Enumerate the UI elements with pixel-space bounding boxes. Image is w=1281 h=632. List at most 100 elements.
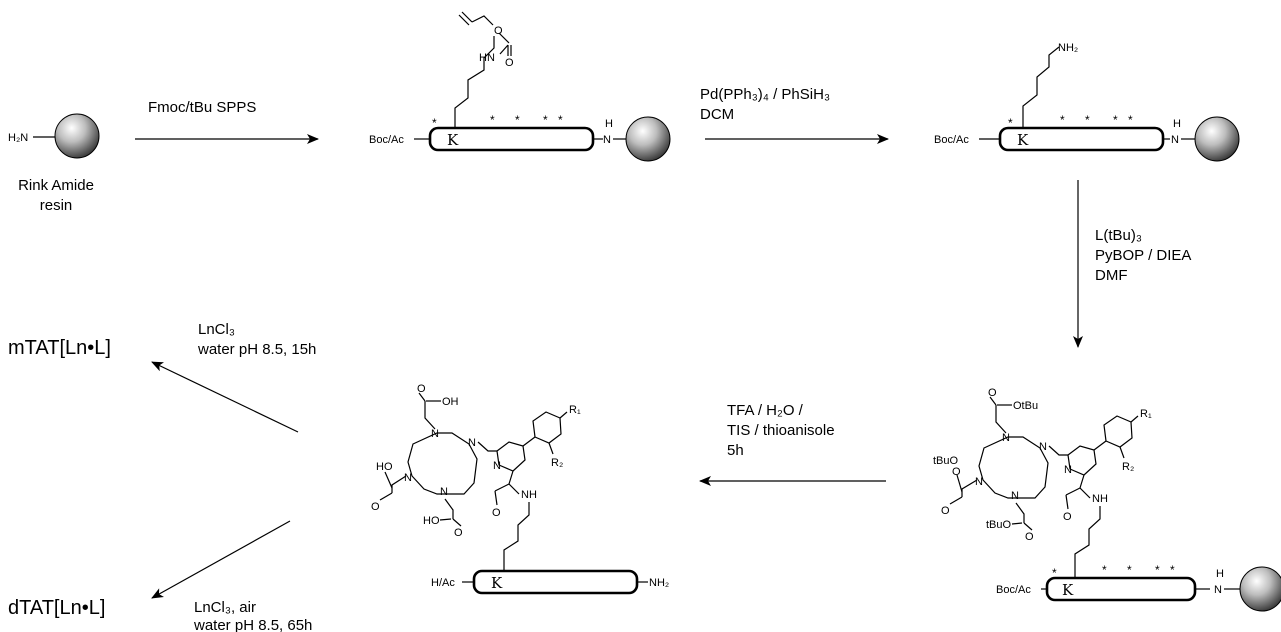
protected-arm-left-ester: [956, 474, 963, 493]
step4-reagent-line2: TIS / thioanisole: [727, 422, 835, 439]
deprotected-cyclen-n3: N: [404, 472, 412, 484]
protected-arm-bottom-ester: [1011, 522, 1023, 525]
deprotected-amide-co: [494, 490, 498, 506]
protected-cyclen-n3: N: [975, 476, 983, 488]
deprotected-cyclen-n1: N: [431, 428, 439, 440]
peptide1-star-1: *: [432, 116, 437, 130]
step5-reagent-line1: LnCl₃: [198, 321, 235, 338]
peptide1-h-label: H: [605, 118, 613, 130]
peptide1-resin-bead: [625, 116, 671, 162]
peptide1-hn-label: HN: [479, 52, 495, 64]
protected-cyclen-ring: [978, 436, 1049, 499]
peptide1-ester-bond: [498, 32, 510, 44]
step3-reagent-line1: L(tBu)₃: [1095, 227, 1142, 244]
deprotected-arm-top-oh: OH: [442, 396, 459, 408]
conjugate-deprotected: N N N N O OH O HO O HO N R₁ R₂ O N: [371, 383, 669, 595]
peptide2-lysine-label: K: [1017, 131, 1029, 149]
peptide2-star-1: *: [1008, 116, 1013, 130]
deprotected-arm-top-co: [418, 392, 426, 402]
step3: L(tBu)₃ PyBOP / DIEA DMF: [1073, 180, 1191, 348]
peptide1-allyl-chain: [471, 15, 494, 26]
deprotected-r1-label: R₁: [569, 404, 581, 416]
step5: LnCl₃ water pH 8.5, 15h mTAT[Ln•L]: [8, 321, 316, 433]
deprotected-pyridine-n: N: [493, 460, 501, 472]
deprotected-cyclen-n2: N: [468, 437, 476, 449]
protected-lysine-label: K: [1062, 581, 1074, 599]
rink-amide-resin: H₂N Rink Amide resin: [8, 113, 100, 214]
mtat-product-label: mTAT[Ln•L]: [8, 337, 111, 359]
conjugate-protected: N N N N O OtBu O O tBuO O tBuO N R₁ R₂: [933, 387, 1281, 612]
protected-r1-bond: [1130, 415, 1139, 423]
peptide2-h-label: H: [1173, 118, 1181, 130]
step5-reagent-line2: water pH 8.5, 15h: [197, 341, 316, 358]
protected-star-1: *: [1052, 566, 1057, 580]
deprotected-pyridine-ring: [496, 441, 526, 472]
protected-star-3: *: [1127, 563, 1132, 577]
protected-arm-left: [961, 479, 978, 497]
deprotected-cyclen-ring: [407, 432, 478, 495]
peptide2-resin-bead: [1194, 116, 1240, 162]
deprotected-amide-o: O: [492, 507, 501, 519]
protected-arm-left-o: O: [941, 505, 950, 517]
deprotected-amide-n-bond: [508, 483, 520, 495]
protected-cyclen-n1: N: [1002, 432, 1010, 444]
peptide2-amine-label: NH₂: [1058, 42, 1078, 54]
deprotected-r2-label: R₂: [551, 457, 563, 469]
peptide1-ester-o: O: [494, 25, 503, 37]
step3-reagent-line3: DMF: [1095, 267, 1128, 284]
protected-arm-bottom-o: O: [1025, 531, 1034, 543]
step3-reagent-line2: PyBOP / DIEA: [1095, 247, 1191, 264]
protected-methylene-link: [1048, 445, 1068, 456]
peptide2-star-4: *: [1113, 113, 1118, 127]
step1: Fmoc/tBu SPPS: [135, 99, 319, 144]
deprotected-lysine-label: K: [491, 574, 503, 592]
peptide-free-amine: Boc/Ac K H N * * * * * NH₂: [934, 42, 1240, 162]
peptide2-nterm-label: Boc/Ac: [934, 134, 969, 146]
peptide1-nterm-label: Boc/Ac: [369, 134, 404, 146]
step2: Pd(PPh₃)₄ / PhSiH₃ DCM: [700, 86, 889, 144]
peptide1-lysine-chain: [454, 36, 495, 128]
protected-r2-bond: [1119, 446, 1125, 459]
deprotected-lysine-chain: [503, 502, 530, 570]
protected-amide-n-bond: [1079, 487, 1091, 499]
peptide2-star-2: *: [1060, 113, 1065, 127]
deprotected-nterm-label: H/Ac: [431, 577, 455, 589]
deprotected-arm-bottom-co: [452, 518, 462, 527]
protected-arm-left-tbuo: tBuO: [933, 455, 959, 467]
peptide1-star-4: *: [543, 113, 548, 127]
protected-r2-label: R₂: [1122, 461, 1134, 473]
protected-arm-top-o: O: [988, 387, 997, 399]
protected-arm-left-o2: O: [952, 466, 961, 478]
deprotected-arm-top-o: O: [417, 383, 426, 395]
protected-amide-co: [1065, 494, 1069, 510]
step5-arrow: [151, 361, 299, 433]
peptide1-star-3: *: [515, 113, 520, 127]
protected-amide-chain: [1065, 474, 1085, 496]
protected-r1-label: R₁: [1140, 408, 1152, 420]
protected-arm-bottom-tbuo: tBuO: [986, 519, 1012, 531]
peptide1-star-5: *: [558, 113, 563, 127]
peptide1-carbonyl-o: O: [505, 57, 514, 69]
protected-star-2: *: [1102, 563, 1107, 577]
protected-lysine-chain: [1074, 506, 1101, 578]
peptide1-n-label: N: [603, 134, 611, 146]
deprotected-amide-chain: [494, 470, 514, 492]
deprotected-arm-bottom: [444, 498, 454, 519]
deprotected-arm-top: [424, 401, 436, 430]
deprotected-arm-left: [391, 475, 407, 493]
protected-h-label: H: [1216, 568, 1224, 580]
protected-arm-bottom: [1015, 502, 1025, 523]
peptide1-lysine-label: K: [447, 131, 459, 149]
protected-arm-top-otbu: OtBu: [1013, 400, 1038, 412]
protected-cyclen-n2: N: [1039, 441, 1047, 453]
resin-bead: [54, 113, 100, 159]
peptide2-lysine-chain: [1022, 46, 1060, 128]
protected-n-label: N: [1214, 584, 1222, 596]
dtat-product-label: dTAT[Ln•L]: [8, 597, 105, 619]
protected-amide-nh: NH: [1092, 493, 1108, 505]
deprotected-arm-bottom-ho: HO: [423, 515, 440, 527]
step6-arrow: [151, 520, 291, 599]
deprotected-arm-bottom-o: O: [454, 527, 463, 539]
protected-pyridine-ring: [1067, 445, 1097, 476]
protected-pyridine-n: N: [1064, 464, 1072, 476]
